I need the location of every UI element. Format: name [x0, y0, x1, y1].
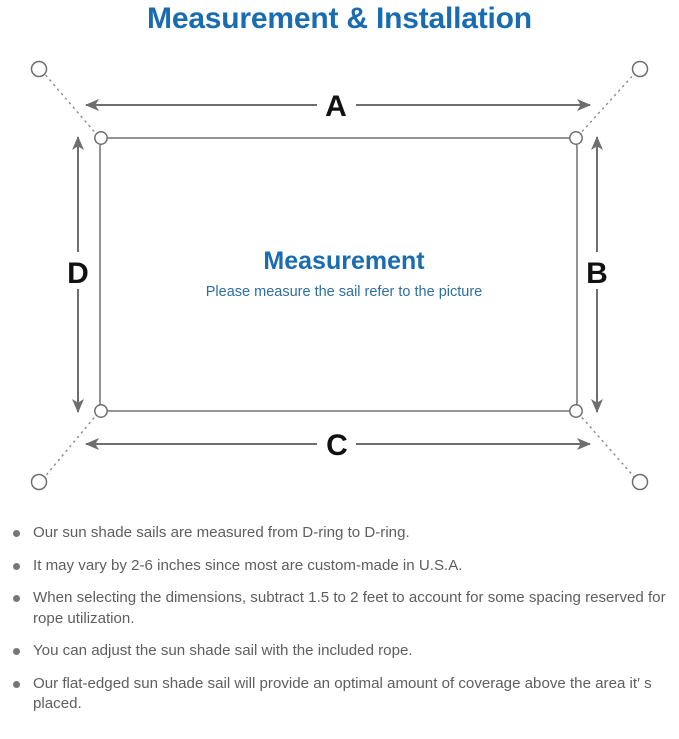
- sail-center-subtitle: Please measure the sail refer to the pic…: [206, 284, 482, 300]
- anchor-rings: [30, 60, 649, 491]
- anchor-top-right: [631, 60, 649, 78]
- dimension-line-top: A: [85, 90, 591, 123]
- rope-line-bottom-right: [577, 412, 637, 480]
- list-item: Our flat-edged sun shade sail will provi…: [0, 674, 679, 715]
- bullet-icon: [13, 680, 20, 688]
- list-item: It may vary by 2-6 inches since most are…: [0, 556, 679, 577]
- dimension-line-left: D: [67, 136, 89, 413]
- anchor-bottom-left: [30, 473, 48, 491]
- bullet-icon: [13, 595, 20, 602]
- d-ring-bottom-left: [94, 404, 108, 418]
- anchor-bottom-right: [631, 473, 649, 491]
- dimension-label-a: A: [325, 90, 347, 123]
- note-text: When selecting the dimensions, subtract …: [33, 589, 666, 627]
- sail-d-rings: [94, 131, 583, 418]
- dimension-line-right: B: [586, 136, 608, 413]
- rope-line-bottom-left: [42, 412, 99, 480]
- dimension-label-c: C: [326, 429, 348, 462]
- bullet-icon: [13, 530, 20, 537]
- list-item: Our sun shade sails are measured from D-…: [0, 523, 679, 544]
- rope-lines: [42, 71, 637, 480]
- dimension-line-bottom: C: [85, 429, 591, 462]
- note-text: You can adjust the sun shade sail with t…: [33, 642, 413, 659]
- sail-measurement-diagram: A C D B Measurement: [0, 52, 679, 507]
- d-ring-top-left: [94, 131, 108, 145]
- dimension-label-b: B: [586, 257, 608, 290]
- note-text: Our sun shade sails are measured from D-…: [33, 524, 410, 541]
- anchor-top-left: [30, 60, 48, 78]
- sail-body: [99, 137, 578, 412]
- rope-line-top-left: [42, 71, 99, 137]
- rope-line-top-right: [577, 71, 637, 137]
- notes-list: Our sun shade sails are measured from D-…: [0, 523, 679, 727]
- list-item: When selecting the dimensions, subtract …: [0, 588, 679, 629]
- bullet-icon: [13, 648, 20, 655]
- diagram-canvas: A C D B Measurement: [30, 60, 649, 491]
- d-ring-top-right: [569, 131, 583, 145]
- d-ring-bottom-right: [569, 404, 583, 418]
- page-title: Measurement & Installation: [147, 2, 532, 35]
- bullet-icon: [13, 562, 20, 570]
- dimension-label-d: D: [67, 257, 89, 290]
- note-text: Our flat-edged sun shade sail will provi…: [33, 674, 652, 713]
- note-text: It may vary by 2-6 inches since most are…: [33, 556, 463, 574]
- sail-center-title: Measurement: [263, 247, 425, 275]
- list-item: You can adjust the sun shade sail with t…: [0, 641, 679, 662]
